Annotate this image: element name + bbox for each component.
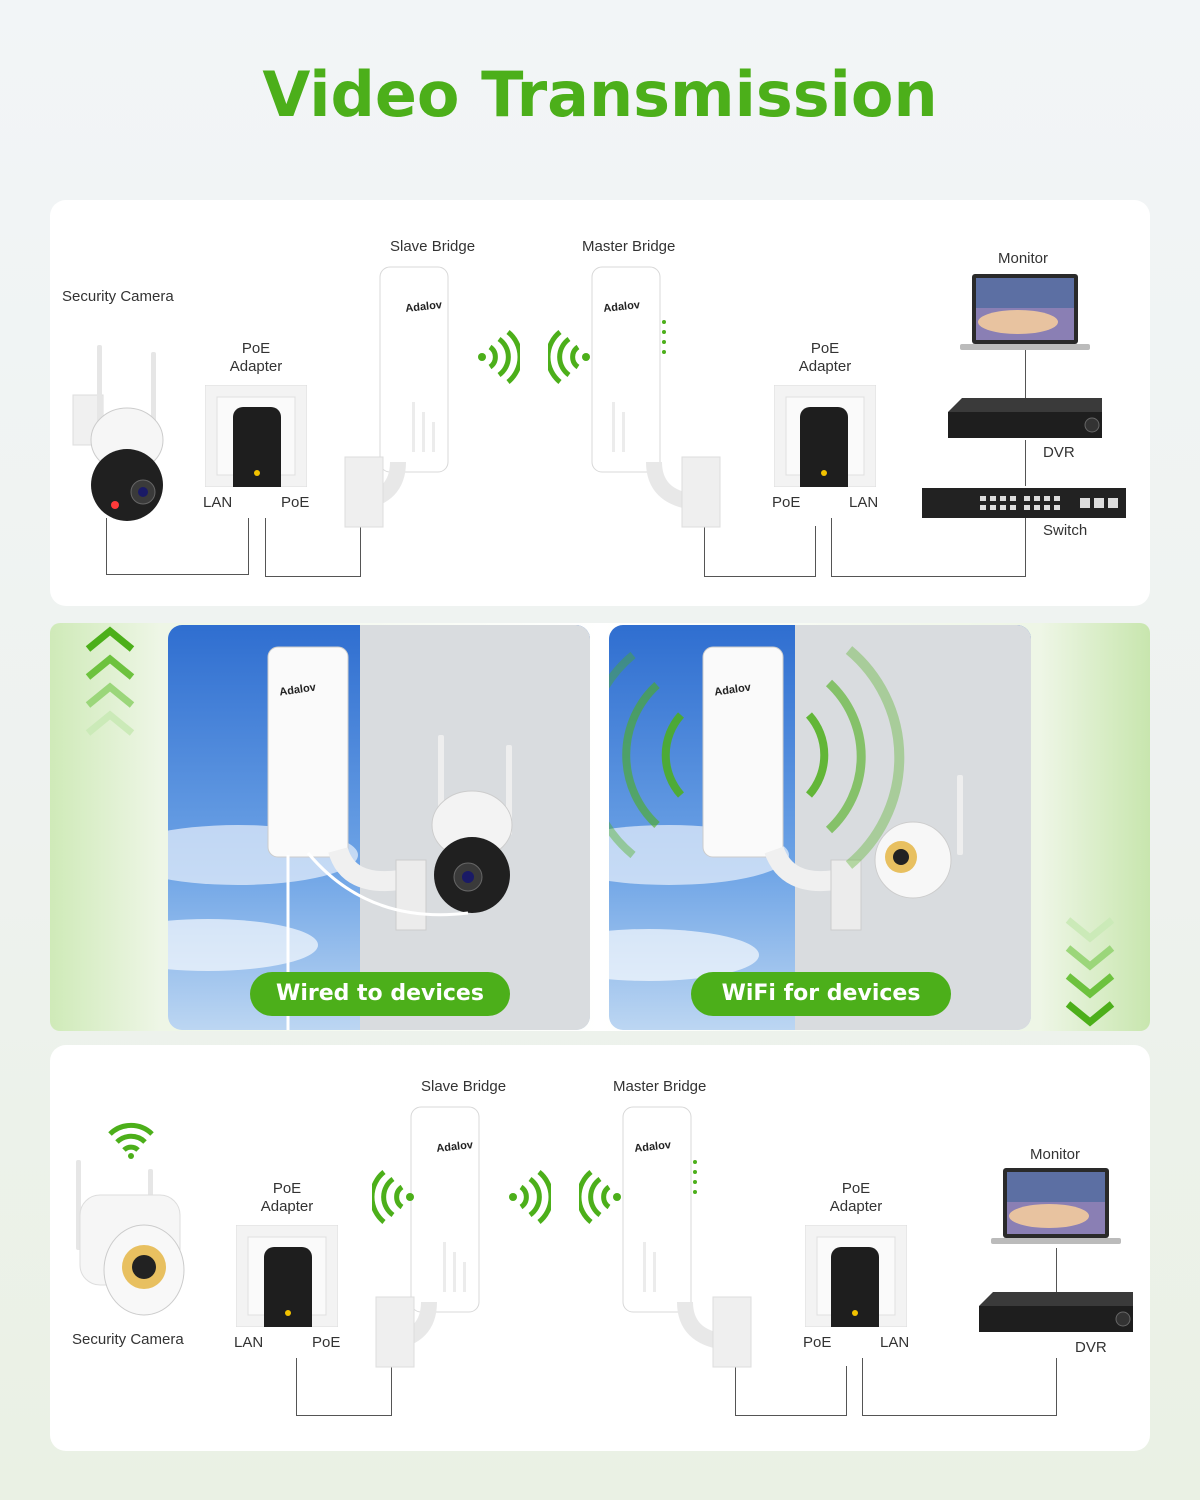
wifi-camera-icon <box>76 1160 185 1316</box>
poe-port-label: PoE <box>281 494 310 511</box>
svg-text:Adalov: Adalov <box>405 299 444 315</box>
security-camera-label: Security Camera <box>72 1331 184 1348</box>
wifi-mode-photo: Adalov <box>609 625 1031 1030</box>
poe-port-label: PoE <box>803 1334 832 1351</box>
video-cable <box>1025 440 1026 486</box>
poe-adapter-icon <box>236 1225 338 1327</box>
lan-port-label: LAN <box>849 494 879 511</box>
wifi-signal-left-icon <box>548 330 590 384</box>
ethernet-cable <box>862 1358 1057 1416</box>
svg-text:Adalov: Adalov <box>603 299 642 315</box>
monitor-label: Monitor <box>998 250 1049 267</box>
poe-adapter-right-label: PoE Adapter <box>798 340 852 375</box>
wifi-icon <box>108 1122 154 1159</box>
slave-bridge-label: Slave Bridge <box>421 1078 507 1095</box>
dvr-label: DVR <box>1075 1339 1107 1356</box>
security-camera-label: Security Camera <box>62 288 174 305</box>
slave-bridge-label: Slave Bridge <box>390 238 476 255</box>
lan-port-label: LAN <box>203 494 233 511</box>
dvr-icon <box>948 398 1102 438</box>
wifi-signal-left-icon <box>372 1170 414 1224</box>
master-bridge-label: Master Bridge <box>613 1078 707 1095</box>
ethernet-cable <box>265 518 361 577</box>
ptz-camera-icon <box>72 345 164 521</box>
master-bridge-icon: Adalov <box>591 266 721 528</box>
laptop-monitor-icon <box>991 1168 1121 1244</box>
wifi-signal-right-icon <box>509 1170 551 1224</box>
poe-adapter-icon <box>205 385 307 487</box>
svg-text:Adalov: Adalov <box>436 1139 475 1155</box>
video-cable <box>1025 350 1026 398</box>
network-switch-icon <box>922 488 1126 518</box>
poe-adapter-icon <box>805 1225 907 1327</box>
ethernet-cable <box>704 526 816 577</box>
poe-adapter-left-label: PoE Adapter <box>260 1180 314 1215</box>
chevrons-up-icon <box>85 626 135 736</box>
dvr-label: DVR <box>1043 444 1075 461</box>
wifi-signal-right-icon <box>478 330 520 384</box>
poe-port-label: PoE <box>772 494 801 511</box>
svg-text:Adalov: Adalov <box>634 1139 673 1155</box>
lan-port-label: LAN <box>234 1334 264 1351</box>
wifi-signal-left-icon <box>579 1170 621 1224</box>
dvr-icon <box>979 1292 1133 1332</box>
poe-adapter-right-label: PoE Adapter <box>829 1180 883 1215</box>
master-bridge-label: Master Bridge <box>582 238 676 255</box>
video-cable <box>1056 1248 1057 1292</box>
laptop-monitor-icon <box>960 274 1090 350</box>
poe-adapter-left-label: PoE Adapter <box>229 340 283 375</box>
page-title: Video Transmission <box>262 58 938 131</box>
svg-text:Adalov: Adalov <box>714 681 753 698</box>
lan-port-label: LAN <box>880 1334 910 1351</box>
ethernet-cable <box>831 518 1026 577</box>
ethernet-cable <box>106 518 249 575</box>
ethernet-cable <box>735 1366 847 1416</box>
slave-bridge-icon: Adalov <box>375 1106 480 1368</box>
master-bridge-icon: Adalov <box>622 1106 752 1368</box>
wifi-diagram-panel <box>50 1045 1150 1451</box>
slave-bridge-icon: Adalov <box>344 266 449 528</box>
poe-port-label: PoE <box>312 1334 341 1351</box>
wired-mode-photo: Adalov <box>168 625 590 1030</box>
ethernet-cable <box>296 1358 392 1416</box>
wired-to-devices-label: Wired to devices <box>250 972 510 1016</box>
wifi-for-devices-label: WiFi for devices <box>691 972 951 1016</box>
switch-label: Switch <box>1043 522 1088 539</box>
poe-adapter-icon <box>774 385 876 487</box>
chevrons-down-icon <box>1065 917 1115 1027</box>
monitor-label: Monitor <box>1030 1146 1081 1163</box>
svg-text:Adalov: Adalov <box>279 681 318 698</box>
